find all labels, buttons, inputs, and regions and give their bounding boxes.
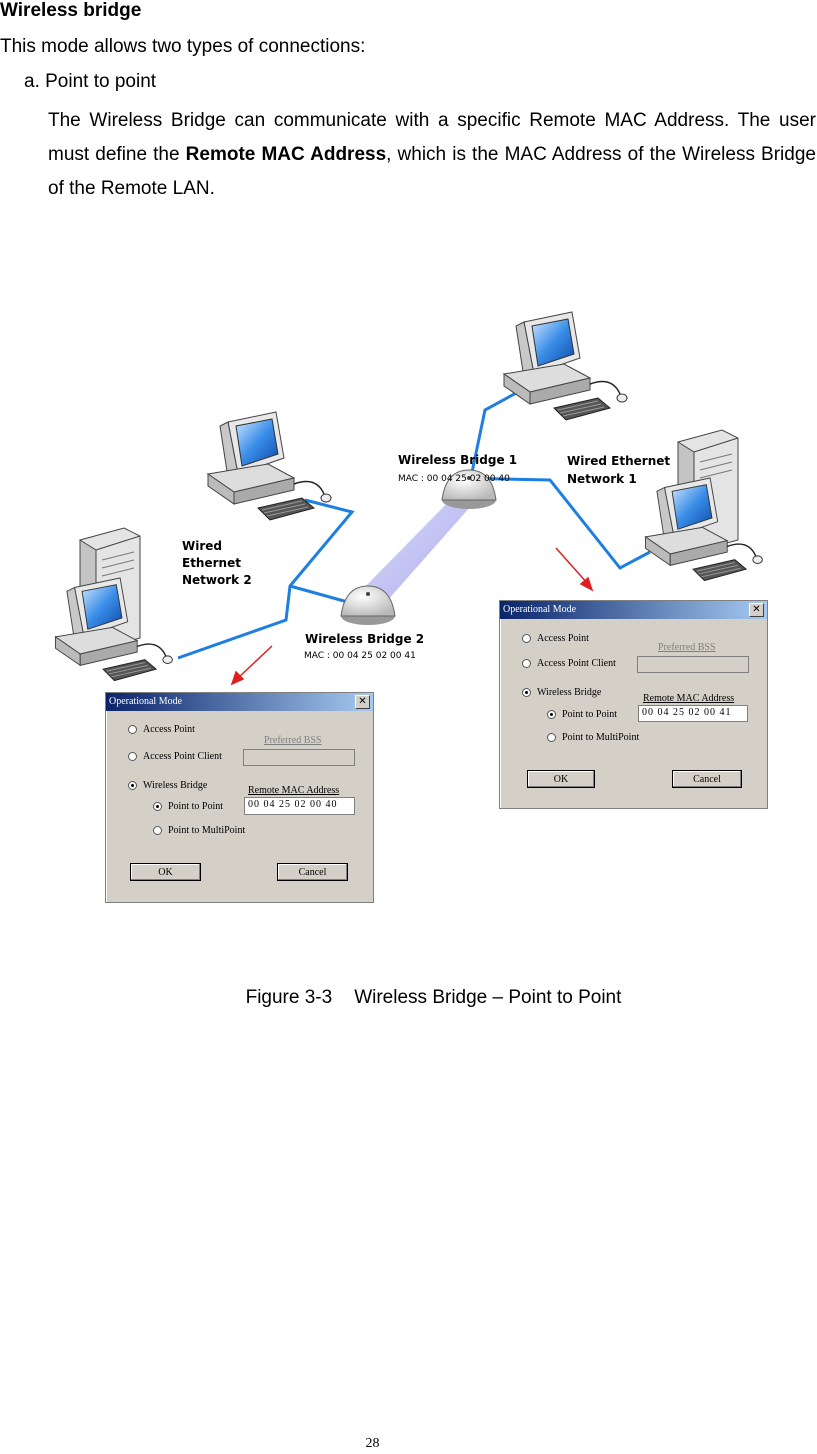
section-heading: Wireless bridge — [0, 0, 142, 21]
remote-mac-input[interactable]: 00 04 25 02 00 41 — [638, 705, 748, 722]
cancel-button[interactable]: Cancel — [672, 770, 742, 788]
ok-button[interactable]: OK — [130, 863, 201, 881]
intro-text: This mode allows two types of connection… — [0, 36, 366, 57]
network1-label-line2: Network 1 — [567, 472, 637, 486]
figure-number: Figure 3-3 — [245, 987, 333, 1008]
figure-caption: Figure 3-3 Wireless Bridge – Point to Poi… — [0, 987, 817, 1009]
radio-icon — [522, 659, 531, 668]
network2-label-line3: Network 2 — [182, 573, 252, 587]
option-label: Point to Point — [168, 801, 224, 812]
bridge1-mac: MAC : 00 04 25 02 00 40 — [398, 474, 510, 484]
paragraph-part2: , which is the MAC Address of the Wirele… — [48, 144, 816, 199]
pc-network1-top — [503, 311, 628, 421]
arrow-to-left-dialog — [230, 645, 273, 686]
pc-network2-left — [54, 527, 174, 682]
ok-button[interactable]: OK — [527, 770, 595, 788]
network2-label-line2: Ethernet — [182, 556, 241, 570]
cancel-button[interactable]: Cancel — [277, 863, 348, 881]
subheading: a. Point to point — [24, 71, 157, 92]
dialog-titlebar: Operational Mode ✕ — [106, 693, 373, 711]
radio-selected-icon — [522, 688, 531, 697]
option-label: Point to Point — [562, 709, 618, 720]
wireless-bridge-1-device — [441, 469, 497, 509]
radio-wireless-bridge[interactable]: Wireless Bridge — [522, 687, 601, 698]
pc-network1-right — [644, 429, 764, 582]
preferred-bss-field[interactable] — [637, 656, 749, 673]
bridge2-mac: MAC : 00 04 25 02 00 41 — [304, 651, 416, 661]
close-icon[interactable]: ✕ — [355, 695, 370, 709]
paragraph-bold: Remote MAC Address — [185, 144, 387, 165]
paragraph-part1: The Wireless Bridge can communicate with… — [48, 110, 816, 165]
figure-title: Wireless Bridge – Point to Point — [354, 987, 622, 1008]
bridge1-label: Wireless Bridge 1 — [398, 453, 517, 467]
radio-selected-icon — [153, 802, 162, 811]
wireless-bridge-2-device — [340, 585, 396, 625]
radio-icon — [522, 634, 531, 643]
radio-icon — [128, 725, 137, 734]
remote-mac-label: Remote MAC Address — [643, 693, 735, 704]
option-label: Point to MultiPoint — [562, 732, 640, 743]
description-paragraph: The Wireless Bridge can communicate with… — [48, 104, 816, 206]
pc-network2-top — [207, 411, 332, 521]
dialog-titlebar: Operational Mode ✕ — [500, 601, 767, 619]
remote-mac-label: Remote MAC Address — [248, 785, 340, 796]
radio-point-to-multipoint[interactable]: Point to MultiPoint — [547, 732, 639, 743]
radio-wireless-bridge[interactable]: Wireless Bridge — [128, 780, 207, 791]
dialog-operational-mode-right: Operational Mode ✕ Access Point Access Po… — [499, 600, 768, 809]
dialog-title: Operational Mode — [109, 696, 183, 707]
radio-access-point[interactable]: Access Point — [522, 633, 589, 644]
radio-icon — [153, 826, 162, 835]
radio-access-point-client[interactable]: Access Point Client — [522, 658, 616, 669]
page-number: 28 — [365, 1436, 380, 1451]
option-label: Wireless Bridge — [537, 687, 602, 698]
option-label: Access Point Client — [537, 658, 616, 669]
radio-access-point[interactable]: Access Point — [128, 724, 195, 735]
preferred-bss-label: Preferred BSS — [264, 735, 322, 746]
option-label: Point to MultiPoint — [168, 825, 246, 836]
radio-icon — [547, 733, 556, 742]
dialog-operational-mode-left: Operational Mode ✕ Access Point Access Po… — [105, 692, 374, 903]
radio-point-to-point[interactable]: Point to Point — [153, 801, 223, 812]
wireless-beam — [352, 488, 478, 618]
radio-icon — [128, 752, 137, 761]
option-label: Wireless Bridge — [143, 780, 208, 791]
network2-label-line1: Wired — [182, 539, 222, 553]
option-label: Access Point Client — [143, 751, 222, 762]
radio-selected-icon — [547, 710, 556, 719]
bridge2-label: Wireless Bridge 2 — [305, 632, 424, 646]
preferred-bss-field[interactable] — [243, 749, 355, 766]
option-label: Access Point — [143, 724, 195, 735]
radio-point-to-multipoint[interactable]: Point to MultiPoint — [153, 825, 245, 836]
radio-selected-icon — [128, 781, 137, 790]
radio-access-point-client[interactable]: Access Point Client — [128, 751, 222, 762]
preferred-bss-label: Preferred BSS — [658, 642, 716, 653]
close-icon[interactable]: ✕ — [749, 603, 764, 617]
network1-label-line1: Wired Ethernet — [567, 454, 670, 468]
network-diagram: Wireless Bridge 1 MAC : 00 04 25 02 00 4… — [54, 311, 764, 686]
radio-point-to-point[interactable]: Point to Point — [547, 709, 617, 720]
option-label: Access Point — [537, 633, 589, 644]
dialog-title: Operational Mode — [503, 604, 577, 615]
arrow-to-right-dialog — [555, 547, 594, 592]
remote-mac-input[interactable]: 00 04 25 02 00 40 — [244, 797, 355, 815]
